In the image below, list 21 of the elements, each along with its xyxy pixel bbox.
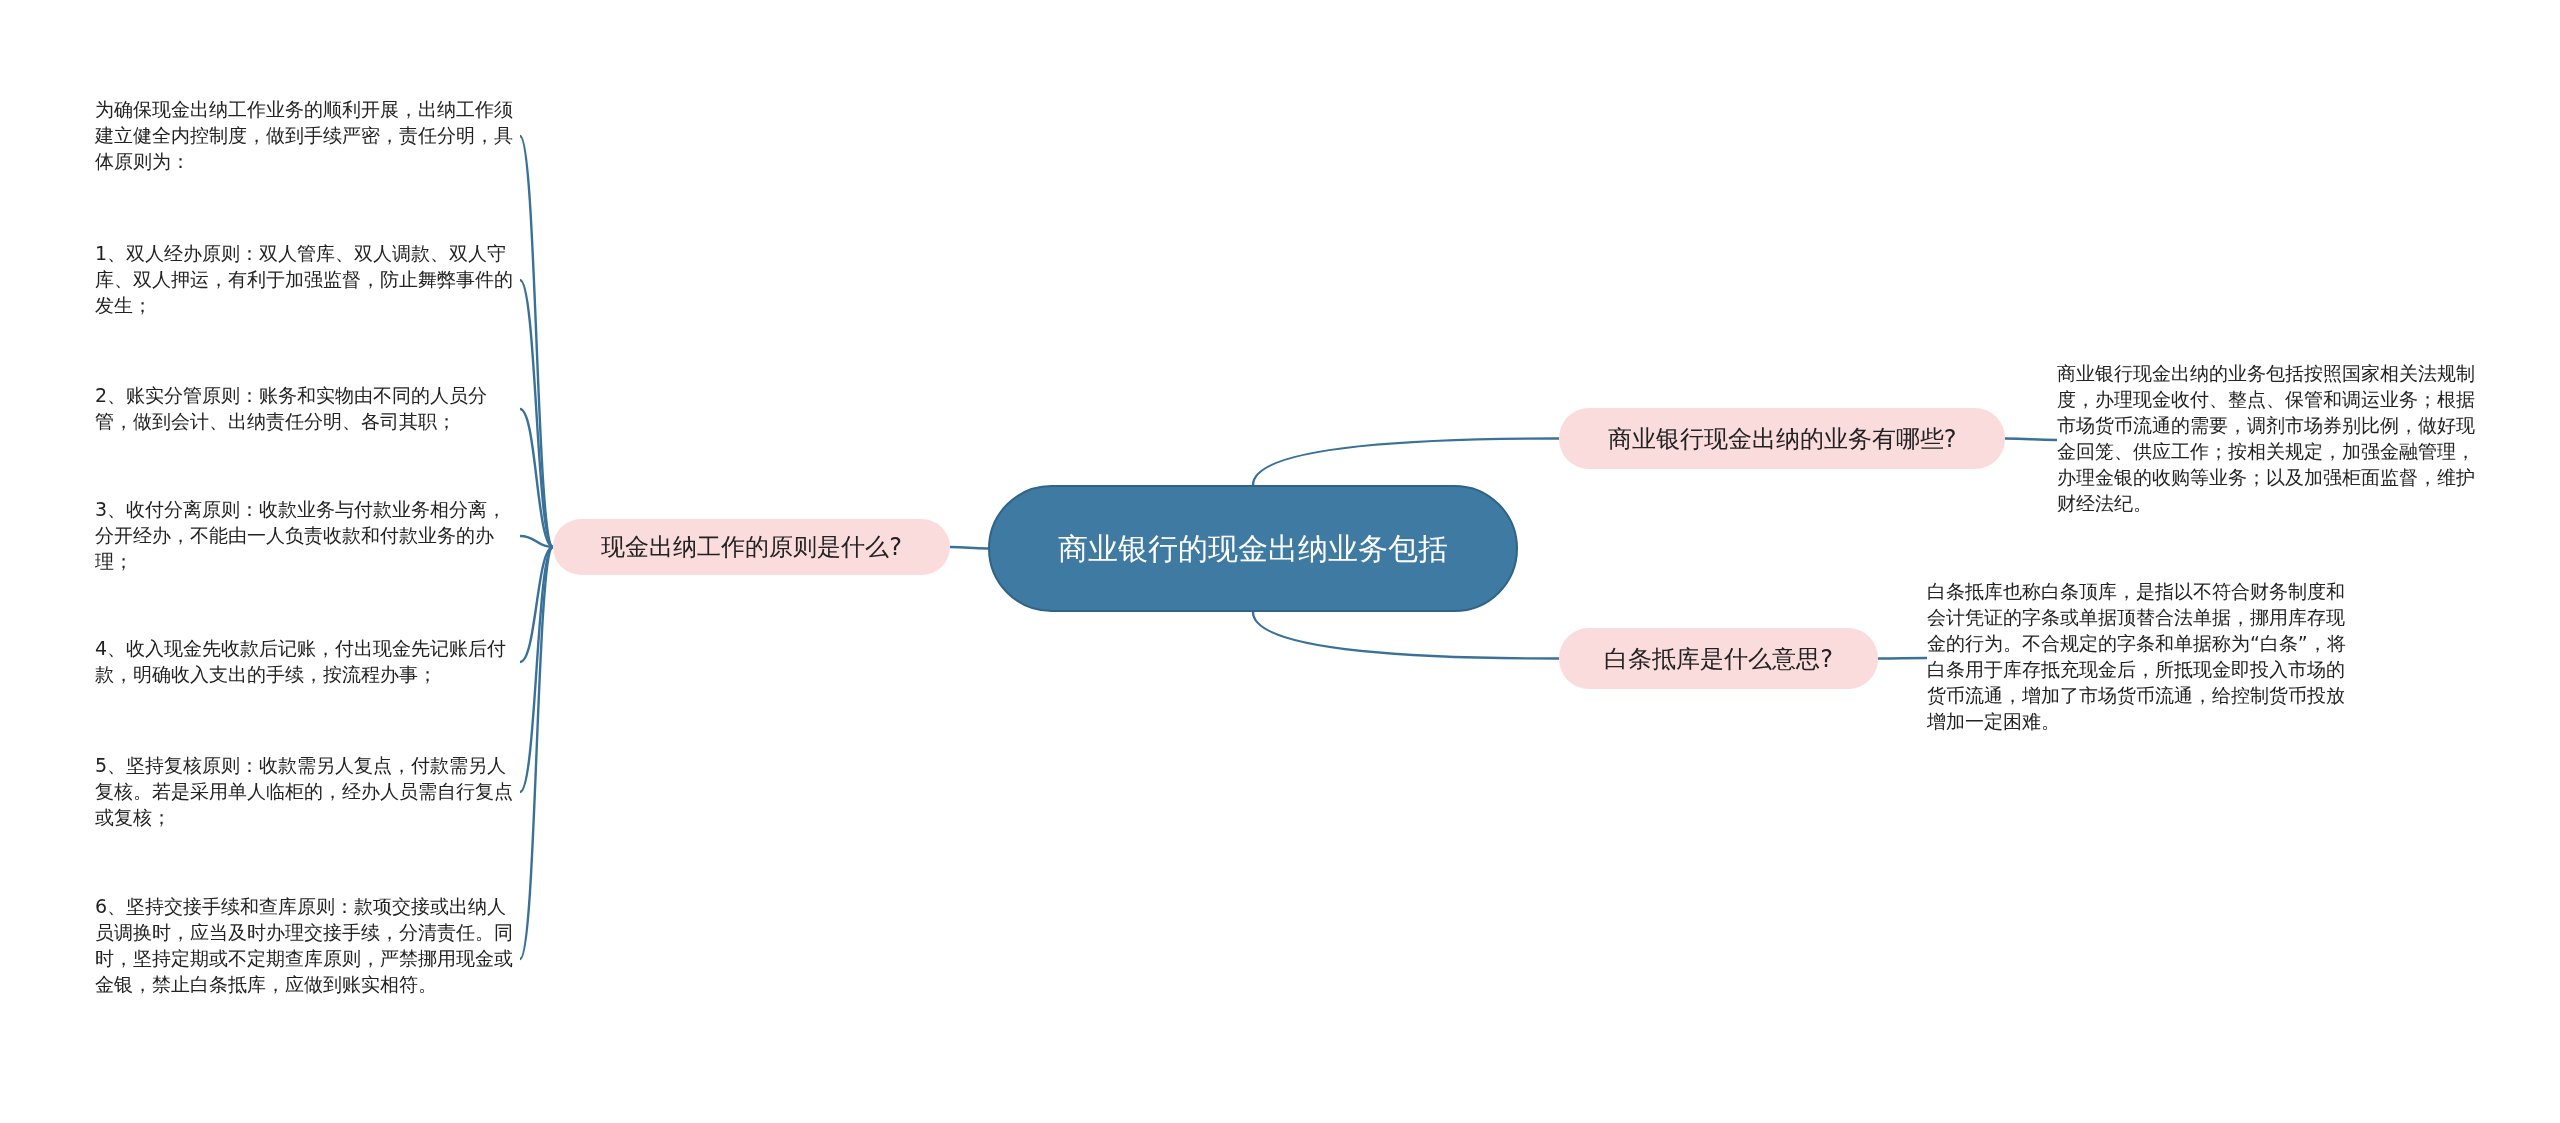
topic-text: 2、账实分管原则：账务和实物由不同的人员分管，做到会计、出纳责任分明、各司其职； (95, 382, 520, 436)
connector-line (1251, 437, 1559, 486)
central-topic: 商业银行的现金出纳业务包括 (988, 485, 1518, 612)
topic-pill: 现金出纳工作的原则是什么? (553, 519, 950, 575)
topic-text: 商业银行现金出纳的业务包括按照国家相关法规制度，办理现金收付、整点、保管和调运业务；根据市场货币流通的需要，调剂市场券别比例，做好现金回笼、供应工作；按相关规定，加强金融管理，办理金银的收购等业务；以及加强柜面监督，维护财经法纪。 (2057, 360, 2477, 520)
topic-text: 5、坚持复核原则：收款需另人复点，付款需另人复核。若是采用单人临柜的，经办人员需自行复点或复核； (95, 752, 520, 832)
connector-line (518, 135, 555, 548)
topic-pill: 白条抵库是什么意思? (1559, 628, 1878, 689)
connector-line (519, 546, 554, 793)
connector-line (950, 545, 988, 550)
connector-line (1251, 611, 1559, 660)
topic-text: 3、收付分离原则：收款业务与付款业务相分离，分开经办，不能由一人负责收款和付款业务的办理； (95, 496, 520, 576)
topic-text: 6、坚持交接手续和查库原则：款项交接或出纳人员调换时，应当及时办理交接手续，分清责任。同时，坚持定期或不定期查库原则，严禁挪用现金或金银，禁止白条抵库，应做到账实相符。 (95, 893, 520, 1025)
connector-line (518, 546, 555, 960)
topic-text: 白条抵库也称白条顶库，是指以不符合财务制度和会计凭证的字条或单据顶替合法单据，挪用库存现金的行为。不合规定的字条和单据称为“白条”，将白条用于库存抵充现金后，所抵现金即投入市场的货币流通，增加了市场货币流通，给控制货币投放增加一定困难。 (1927, 578, 2347, 738)
topic-text: 4、收入现金先收款后记账，付出现金先记账后付款，明确收入支出的手续，按流程办事； (95, 635, 520, 689)
connector-line (1878, 656, 1927, 660)
topic-text: 1、双人经办原则：双人管库、双人调款、双人守库、双人押运，有利于加强监督，防止舞弊事件的发生； (95, 240, 520, 320)
connector-line (2005, 437, 2057, 442)
topic-text: 为确保现金出纳工作业务的顺利开展，出纳工作须建立健全内控制度，做到手续严密，责任分明，具体原则为： (95, 96, 520, 176)
topic-pill: 商业银行现金出纳的业务有哪些? (1559, 408, 2005, 469)
